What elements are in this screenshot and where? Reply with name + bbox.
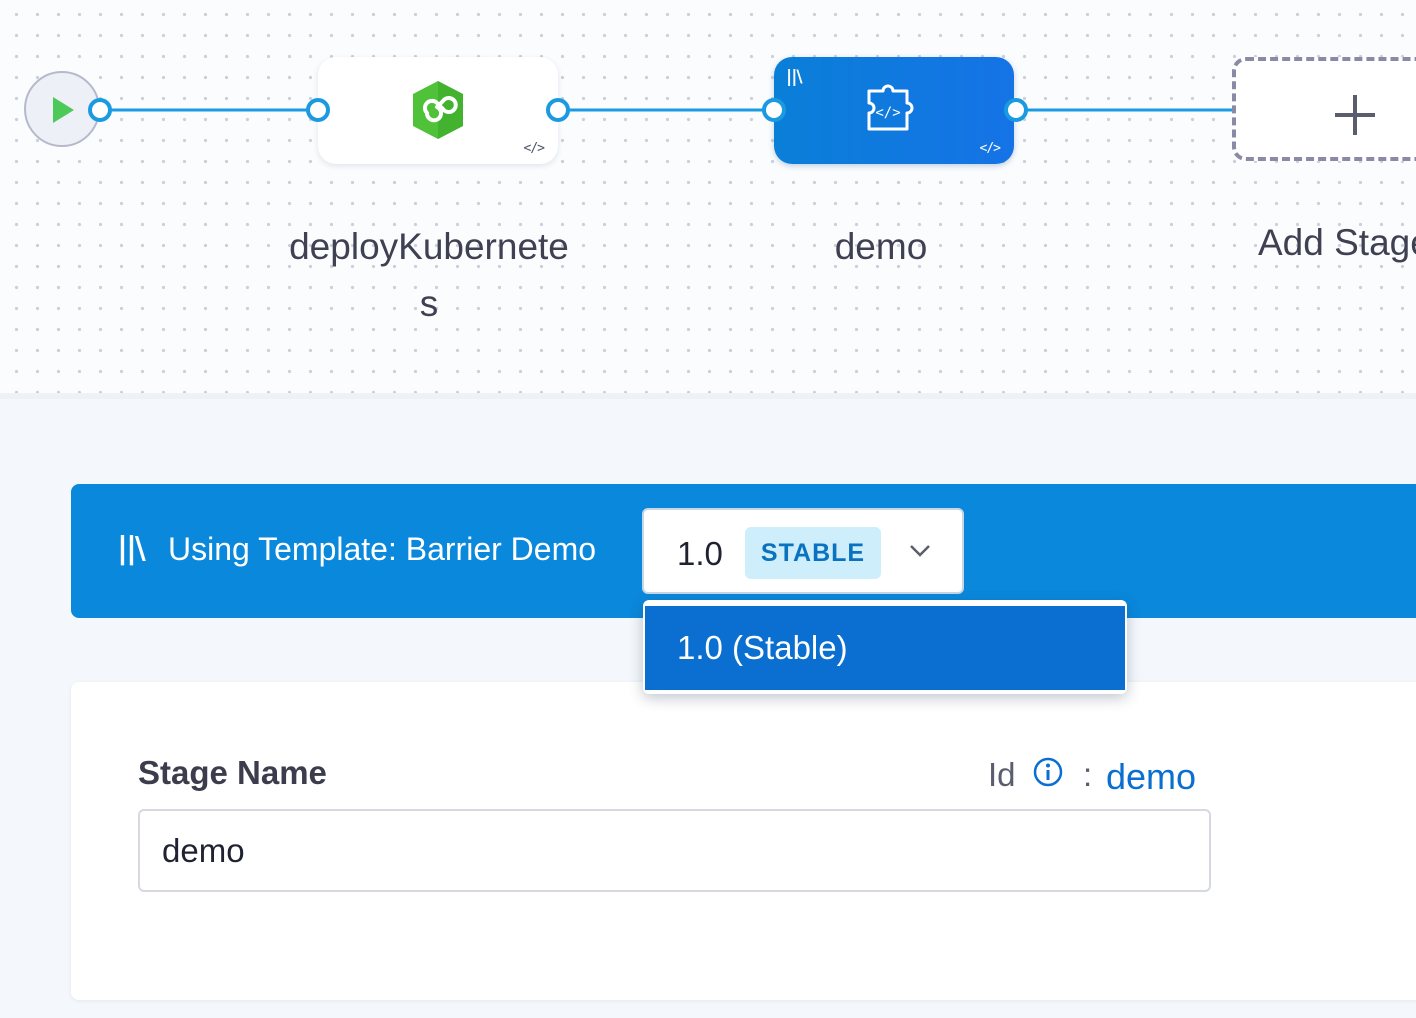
stage-label-demo: demo bbox=[834, 226, 928, 267]
stage-details-card: Stage Name Id : demo bbox=[71, 682, 1416, 1000]
canvas-divider bbox=[0, 393, 1416, 399]
id-label: Id bbox=[988, 756, 1016, 793]
stage-node-demo[interactable]: ||\ </> </> bbox=[774, 57, 1014, 164]
stage-name-input[interactable] bbox=[138, 809, 1211, 892]
stable-badge: STABLE bbox=[745, 527, 881, 579]
template-banner: ||\ Using Template: Barrier Demo 1.0 STA… bbox=[71, 484, 1416, 618]
edge-ports bbox=[88, 98, 1028, 122]
code-icon: </> bbox=[523, 141, 546, 156]
add-stage-label: Add Stage bbox=[1258, 222, 1416, 263]
template-library-icon: ||\ bbox=[117, 531, 146, 566]
template-version-select[interactable]: 1.0 STABLE bbox=[642, 508, 964, 594]
port-demo-out bbox=[1004, 98, 1028, 122]
port-k8s-in bbox=[306, 98, 330, 122]
id-separator: : bbox=[1083, 756, 1093, 793]
pipeline-edges bbox=[100, 108, 1232, 112]
stage-node-deploykubernetes[interactable]: </> bbox=[318, 57, 558, 164]
stage-label-deploykubernetes: deployKubernetes bbox=[289, 226, 569, 324]
version-value: 1.0 bbox=[677, 535, 723, 572]
play-icon bbox=[53, 97, 74, 123]
template-code-icon: </> bbox=[867, 84, 914, 131]
pipeline-canvas[interactable] bbox=[0, 0, 1416, 393]
version-option-1-0-stable[interactable]: 1.0 (Stable) bbox=[645, 606, 1125, 690]
port-start-out bbox=[88, 98, 112, 122]
chevron-down-icon[interactable] bbox=[907, 540, 933, 560]
plus-icon bbox=[1335, 95, 1375, 135]
template-library-icon: ||\ bbox=[786, 67, 803, 87]
version-dropdown-menu: 1.0 (Stable) bbox=[643, 600, 1127, 694]
stage-name-label: Stage Name bbox=[138, 754, 327, 791]
template-banner-text: Using Template: Barrier Demo bbox=[168, 531, 597, 567]
svg-text:</>: </> bbox=[875, 105, 900, 121]
code-icon: </> bbox=[979, 141, 1002, 156]
port-demo-in bbox=[762, 98, 786, 122]
port-k8s-out bbox=[546, 98, 570, 122]
kubernetes-deploy-icon bbox=[413, 81, 463, 139]
add-stage-button[interactable] bbox=[1232, 57, 1416, 161]
info-icon[interactable] bbox=[1032, 756, 1064, 788]
id-value-link[interactable]: demo bbox=[1106, 756, 1197, 797]
